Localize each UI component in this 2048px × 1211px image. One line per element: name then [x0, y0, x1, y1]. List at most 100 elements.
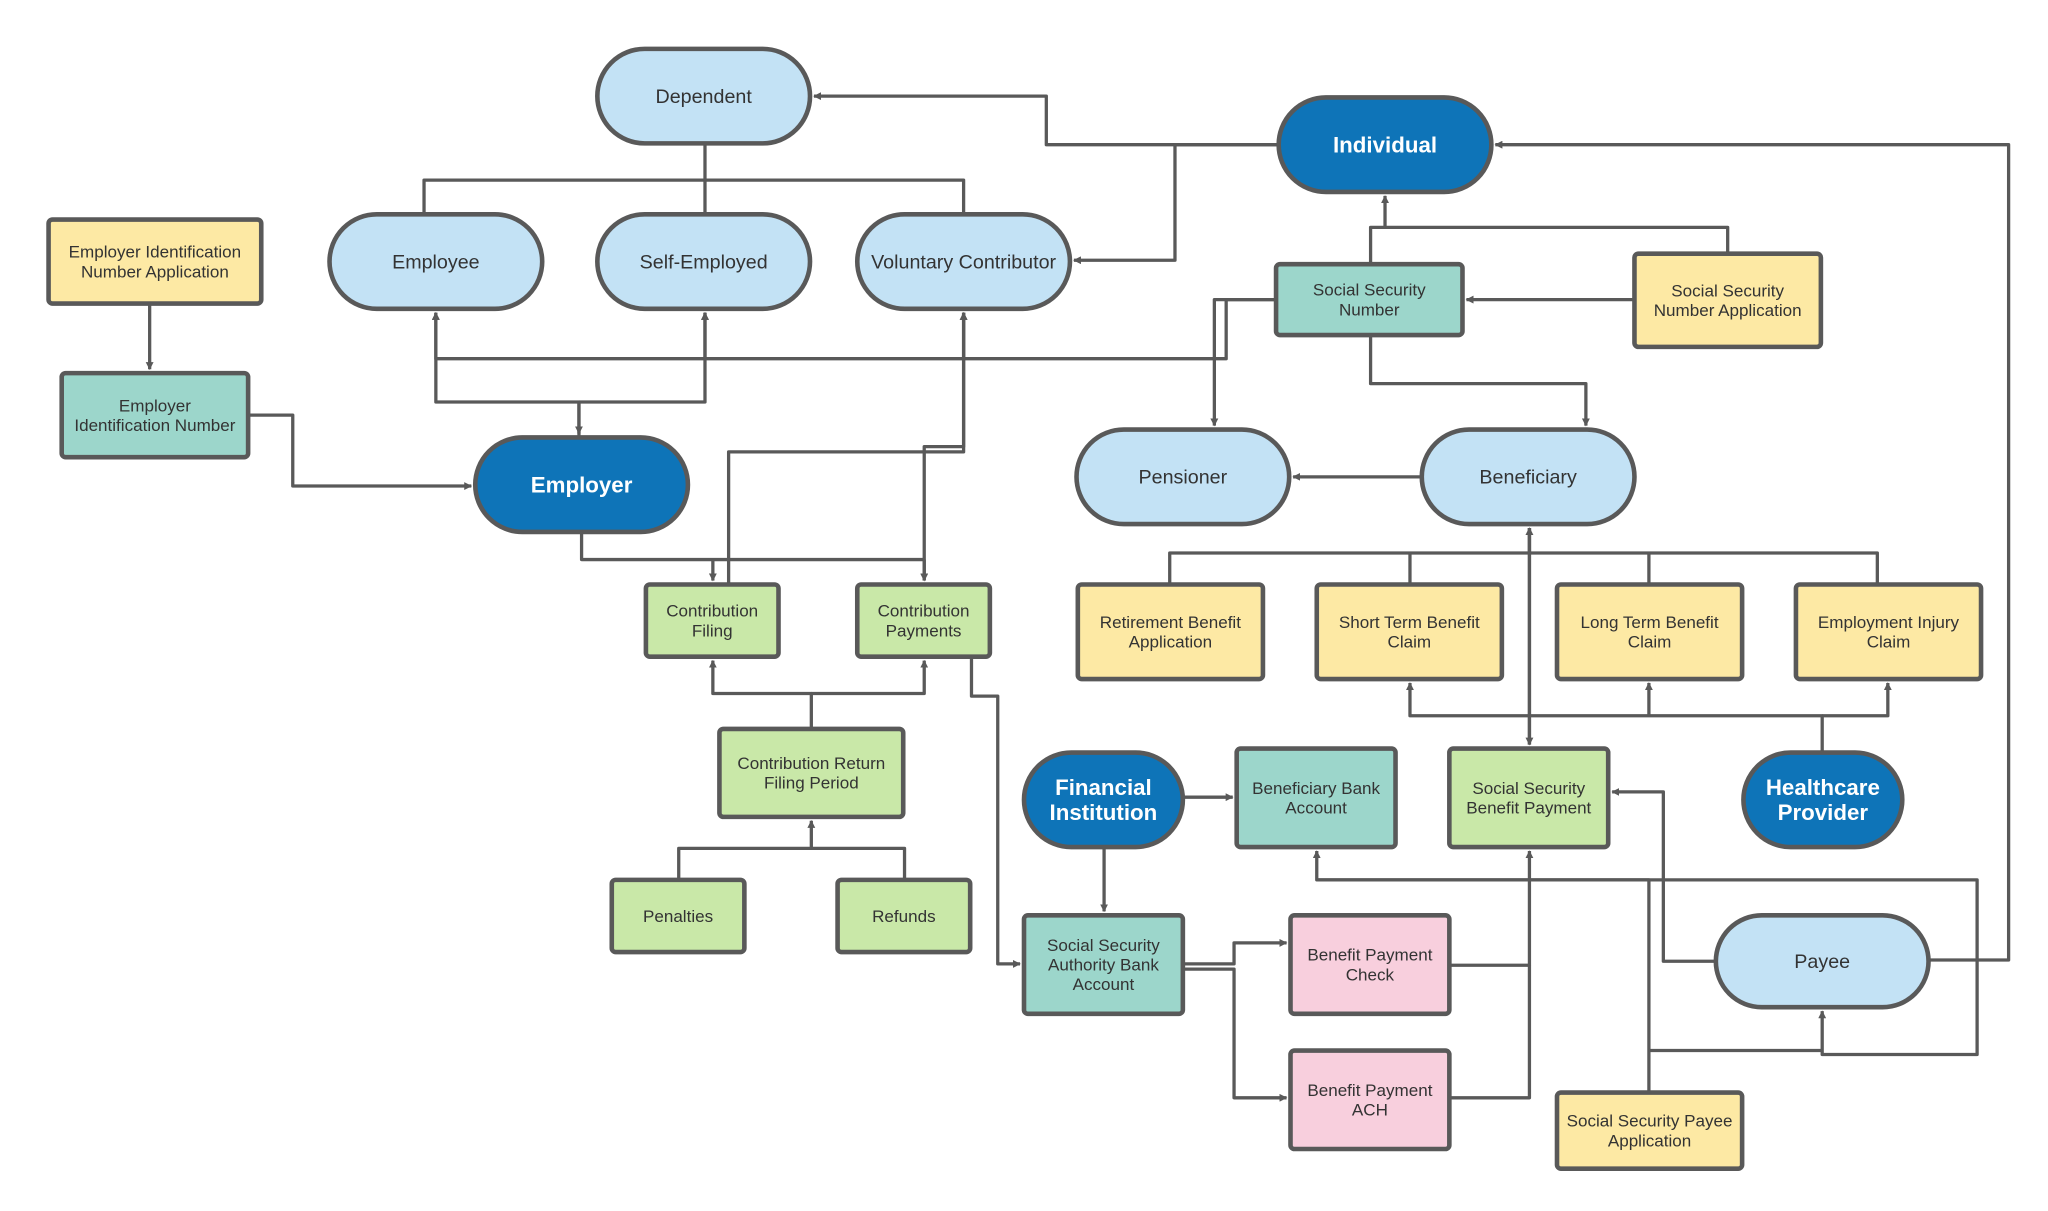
ss-authority-bank-account-label-line-1: Social Security	[1047, 936, 1160, 955]
connector-contribution-payments-to-ss-authority-account	[969, 656, 1021, 968]
contribution-return-filing-period-label-line-1: Contribution Return	[737, 754, 885, 773]
retirement-benefit-application-shape	[1075, 582, 1266, 682]
ss-payee-application-label-line-1: Social Security Payee	[1567, 1112, 1733, 1131]
benefit-payment-ach-label-line-2: ACH	[1352, 1101, 1388, 1120]
node-self-employed[interactable]: Self-Employed	[595, 211, 813, 312]
contribution-filing-label-line-2: Filing	[692, 621, 733, 640]
connector-return-period-to-payments	[811, 659, 929, 696]
ss-payee-application-label-line-2: Application	[1608, 1131, 1691, 1150]
retirement-benefit-application-label-line-2: Application	[1129, 633, 1212, 652]
employer-id-application-label-line-1: Employer Identification	[69, 243, 241, 262]
beneficiary-bank-account-shape	[1234, 746, 1398, 850]
node-employee[interactable]: Employee	[327, 211, 545, 312]
contribution-return-filing-period-shape	[717, 726, 906, 820]
employer-shape	[472, 435, 691, 535]
contribution-filing-label-line-1: Contribution	[666, 602, 758, 621]
node-individual[interactable]: Individual	[1276, 95, 1494, 195]
connector-penalties-to-return-period	[677, 820, 816, 880]
connector-ssn-to-employee	[431, 297, 1277, 361]
individual-label-line-1: Individual	[1333, 133, 1437, 158]
employee-label-line-1: Employee	[392, 251, 480, 273]
contribution-payments-shape	[854, 582, 993, 659]
long-term-benefit-claim-shape	[1554, 582, 1745, 682]
pensioner-shape	[1074, 427, 1292, 527]
connector-ach-to-benefit-payment	[1449, 965, 1532, 1100]
contribution-payments-label-line-1: Contribution	[878, 602, 970, 621]
node-voluntary-contributor[interactable]: Voluntary Contributor	[854, 211, 1073, 312]
ssn-application-label-line-2: Number Application	[1654, 301, 1802, 320]
connector-ssn-to-individual	[1368, 195, 1389, 265]
social-security-number-label-line-1: Social Security	[1313, 281, 1426, 300]
node-employer[interactable]: Employer	[472, 435, 691, 535]
voluntary-contributor-label-line-1: Voluntary Contributor	[871, 251, 1056, 273]
social-security-benefit-payment-label-line-1: Social Security	[1472, 779, 1585, 798]
connector-employer-id-number-to-employer	[248, 413, 473, 490]
payee-label-line-1: Payee	[1794, 951, 1850, 973]
social-security-number-label-line-2: Number	[1339, 300, 1400, 319]
short-term-benefit-claim-label-line-2: Claim	[1388, 633, 1432, 652]
ssn-application-shape	[1632, 251, 1824, 350]
healthcare-provider-shape	[1741, 750, 1905, 850]
benefit-payment-check-label-line-2: Check	[1346, 965, 1395, 984]
connector-payee-to-individual	[1494, 140, 2011, 962]
refunds-shape	[835, 877, 973, 955]
connector-refunds-to-return-period	[811, 846, 907, 880]
self-employed-shape	[595, 211, 813, 312]
employment-injury-claim-shape	[1793, 582, 1984, 682]
financial-institution-label-line-2: Institution	[1050, 800, 1158, 825]
ss-authority-bank-account-shape	[1021, 913, 1186, 1017]
connector-ssn-to-pensioner	[1210, 297, 1277, 427]
benefit-payment-ach-label-line-1: Benefit Payment	[1307, 1081, 1432, 1100]
beneficiary-bank-account-label-line-2: Account	[1285, 799, 1347, 818]
benefit-payment-check-shape	[1288, 913, 1452, 1017]
employer-id-application-shape	[46, 217, 264, 306]
contribution-return-filing-period-label-line-2: Filing Period	[764, 774, 859, 793]
employer-id-number-shape	[59, 370, 251, 460]
contribution-filing-shape	[643, 582, 781, 659]
dependent-label-line-1: Dependent	[655, 86, 752, 108]
connector-beneficiary-account-to-payee	[1316, 878, 1979, 1057]
employer-id-number-label-line-1: Employer	[119, 396, 191, 415]
ssn-application-label-line-1: Social Security	[1671, 281, 1784, 300]
node-dependent[interactable]: Dependent	[595, 46, 813, 146]
connector-healthcare-to-short-term	[1406, 682, 1824, 753]
short-term-benefit-claim-label-line-1: Short Term Benefit	[1339, 613, 1480, 632]
node-penalties[interactable]: Penalties	[609, 877, 747, 955]
connector-beneficiary-children-bar	[1168, 551, 1879, 585]
connector-individual-to-voluntary-contributor	[1073, 143, 1279, 265]
employment-injury-claim-label-line-2: Claim	[1867, 633, 1911, 652]
contribution-payments-label-line-2: Payments	[886, 621, 962, 640]
pensioner-label-line-1: Pensioner	[1139, 467, 1228, 489]
node-payee[interactable]: Payee	[1713, 913, 1931, 1010]
long-term-benefit-claim-label-line-2: Claim	[1628, 633, 1672, 652]
node-refunds[interactable]: Refunds	[835, 877, 973, 955]
node-beneficiary[interactable]: Beneficiary	[1419, 427, 1637, 527]
financial-institution-shape	[1021, 750, 1186, 850]
node-pensioner[interactable]: Pensioner	[1074, 427, 1292, 527]
healthcare-provider-label-line-2: Provider	[1778, 800, 1869, 825]
employer-id-number-label-line-2: Identification Number	[74, 416, 235, 435]
employer-label-line-1: Employer	[531, 473, 633, 498]
ss-authority-bank-account-label-line-3: Account	[1073, 975, 1135, 994]
connector-healthcare-to-injury	[1822, 682, 1892, 718]
connector-ss-account-to-ach	[1182, 967, 1288, 1102]
